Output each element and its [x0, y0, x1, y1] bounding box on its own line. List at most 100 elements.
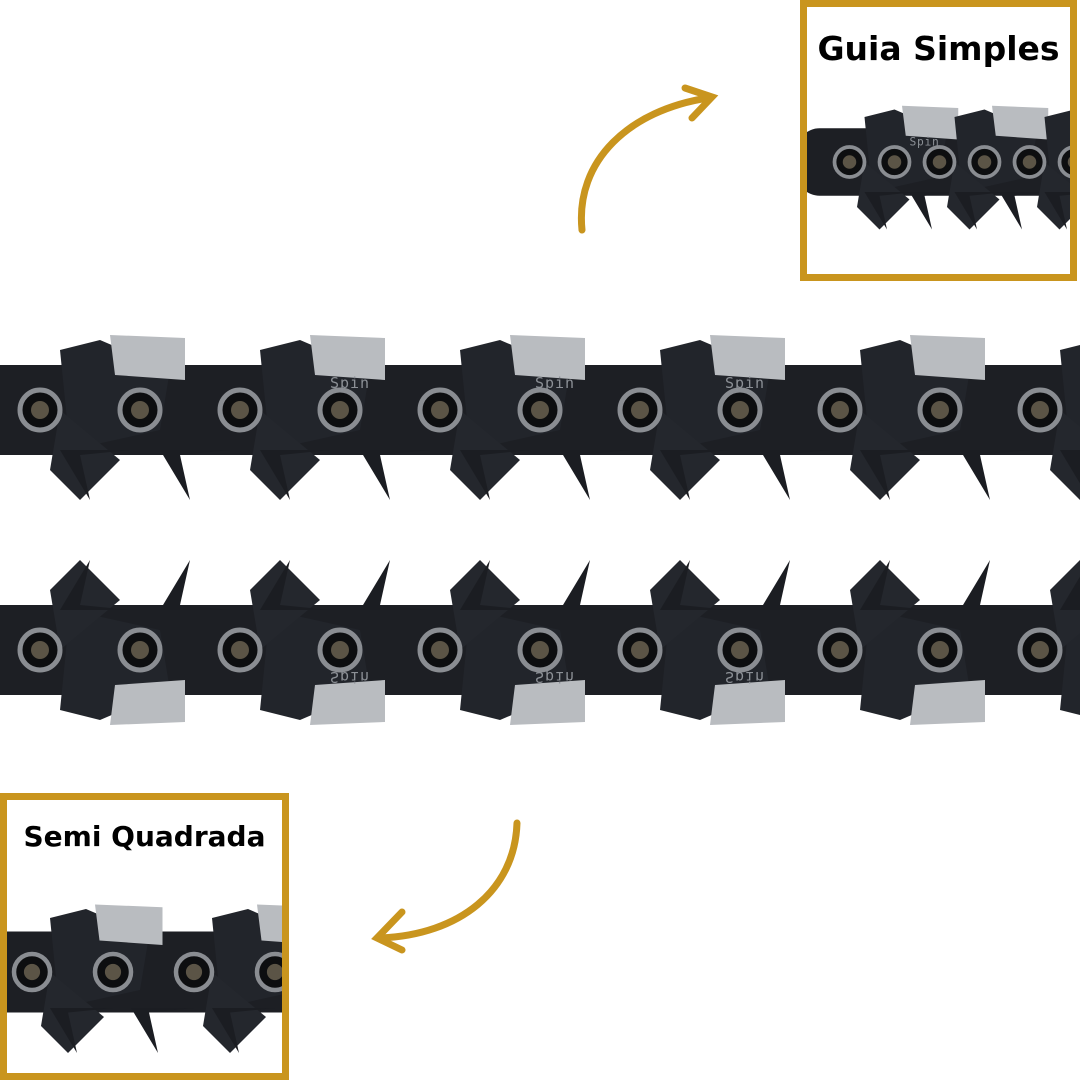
- depth-gauge: [50, 560, 120, 650]
- rivet-center: [831, 401, 849, 419]
- chain: [7, 904, 282, 1054]
- depth-gauge: [947, 162, 1000, 230]
- chain-marking-text: Spin: [330, 668, 370, 686]
- chain-marking-text: Spin: [909, 136, 939, 149]
- rivet-center: [331, 641, 349, 659]
- drive-link: [610, 450, 730, 500]
- drive-link: [872, 192, 962, 230]
- rivet-center: [1031, 401, 1049, 419]
- rivet-center: [431, 641, 449, 659]
- depth-gauge: [850, 560, 920, 650]
- cutter-tooth: [992, 105, 1049, 140]
- rivet-center: [932, 155, 947, 169]
- chain: Spin: [807, 105, 1070, 230]
- chain-marking-text: Spin: [535, 668, 575, 686]
- depth-gauge: [50, 410, 120, 500]
- arrow-bottom-icon: [376, 819, 521, 942]
- chain-detail-image: Spin: [807, 105, 1070, 230]
- drive-link: [510, 450, 630, 500]
- rivet-center: [977, 155, 992, 169]
- cutter-tooth: [110, 335, 185, 380]
- cutter-tooth: [310, 680, 385, 725]
- callout-label: Semi Quadrada: [23, 820, 266, 853]
- chain-marking-text: Spin: [330, 374, 370, 392]
- rivet-center: [631, 641, 649, 659]
- rivet-center: [431, 401, 449, 419]
- drive-link: [1007, 192, 1070, 230]
- drive-link: [610, 560, 730, 610]
- rivet-center: [631, 401, 649, 419]
- callout-guia-simples: Spin Guia Simples: [800, 0, 1077, 281]
- drive-link: [710, 450, 830, 500]
- drive-link: [110, 450, 230, 500]
- depth-gauge: [650, 410, 720, 500]
- rivet-center: [31, 401, 49, 419]
- chain: Spin Spin Spin: [0, 560, 1080, 725]
- rivet-center: [887, 155, 902, 169]
- rivet-center: [23, 963, 41, 981]
- rivet-center: [731, 401, 749, 419]
- chain-marking-text: Spin: [725, 374, 765, 392]
- depth-gauge: [203, 972, 266, 1053]
- rivet-center: [231, 641, 249, 659]
- cutter-tooth: [902, 105, 959, 140]
- rivet-center: [531, 641, 549, 659]
- rivet: [1057, 145, 1070, 179]
- arrow-top-head-icon: [681, 84, 719, 122]
- drive-link: [410, 450, 530, 500]
- drive-link: [10, 450, 130, 500]
- cutter-tooth: [910, 335, 985, 380]
- rivet-center: [104, 963, 122, 981]
- cutter-tooth: [110, 680, 185, 725]
- rivet-center: [266, 963, 282, 981]
- chain-marking-text: Spin: [535, 374, 575, 392]
- rivet-center: [185, 963, 203, 981]
- drive-link: [310, 450, 430, 500]
- rivet-center: [531, 401, 549, 419]
- drive-link: [167, 1008, 275, 1053]
- drive-link: [110, 560, 230, 610]
- rivet-center: [331, 401, 349, 419]
- rivet-center: [831, 641, 849, 659]
- cutter-tooth: [95, 904, 163, 945]
- drive-link: [210, 450, 330, 500]
- cutter-tooth: [510, 680, 585, 725]
- drive-link: [210, 560, 330, 610]
- drive-link: [1010, 450, 1080, 484]
- drive-link: [827, 192, 917, 230]
- rivet-center: [231, 401, 249, 419]
- drive-link: [917, 192, 1007, 230]
- rivet-center: [931, 641, 949, 659]
- drive-link: [962, 192, 1052, 230]
- drive-link: [10, 560, 130, 610]
- chain-marking-text: Spin: [725, 668, 765, 686]
- drive-link: [910, 450, 1030, 500]
- cutter-tooth: [910, 680, 985, 725]
- rivet-center: [1022, 155, 1037, 169]
- drive-link: [1010, 576, 1080, 610]
- depth-gauge: [650, 560, 720, 650]
- rivet-center: [31, 641, 49, 659]
- drive-link: [710, 560, 830, 610]
- rivet-center: [1031, 641, 1049, 659]
- drive-link: [410, 560, 530, 610]
- depth-gauge: [250, 560, 320, 650]
- arrow-top-icon: [577, 94, 712, 234]
- callout-semi-quadrada: Semi Quadrada: [0, 793, 289, 1080]
- depth-gauge: [857, 162, 910, 230]
- depth-gauge: [250, 410, 320, 500]
- cutter-tooth: [710, 680, 785, 725]
- cutter-tooth: [257, 904, 282, 942]
- drive-link: [86, 1008, 195, 1053]
- depth-gauge: [850, 410, 920, 500]
- drive-link: [310, 560, 430, 610]
- callout-label: Guia Simples: [817, 29, 1060, 68]
- cutter-tooth: [510, 335, 585, 380]
- depth-gauge: [450, 560, 520, 650]
- cutter-tooth: [310, 335, 385, 380]
- drive-link: [510, 560, 630, 610]
- drive-link: [810, 560, 930, 610]
